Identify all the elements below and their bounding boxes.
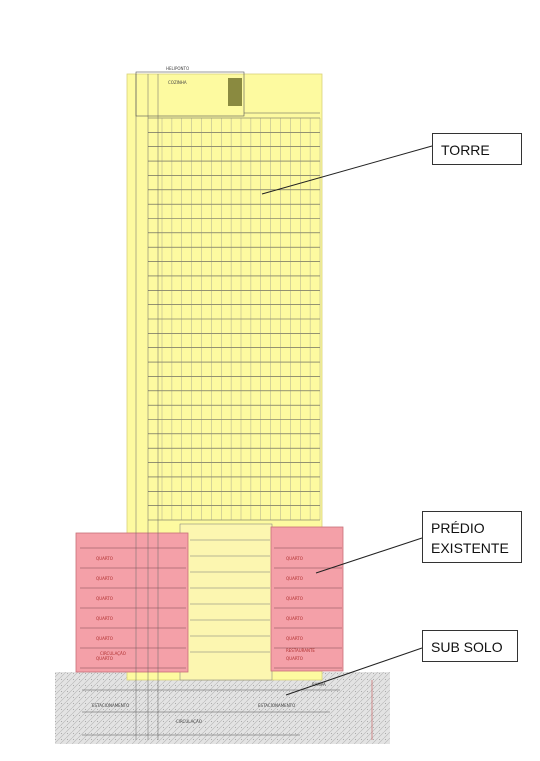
heliponto-label: HELIPONTO <box>166 66 189 71</box>
predio-label-line1: PRÉDIO <box>431 520 485 536</box>
room-label: QUARTO <box>286 636 303 641</box>
subsolo-callout: SUB SOLO <box>422 630 518 662</box>
torre-label: TORRE <box>441 142 490 158</box>
podium-core <box>179 523 273 681</box>
room-label: QUARTO <box>96 596 113 601</box>
existing-floor-lines: QUARTO QUARTO QUARTO QUARTO QUARTO QUARTO QUAR… <box>80 547 342 669</box>
ground-hatch <box>55 672 390 744</box>
room-label: QUARTO <box>96 656 113 661</box>
room-label: QUARTO <box>96 556 113 561</box>
rampa-label: RAMPA <box>312 682 326 687</box>
room-label: QUARTO <box>286 556 303 561</box>
estacionamento-label-2: ESTACIONAMENTO <box>258 703 295 708</box>
predio-existente-callout: PRÉDIO EXISTENTE <box>422 511 522 563</box>
room-label: QUARTO <box>96 576 113 581</box>
existing-building-left <box>75 532 189 673</box>
torre-callout: TORRE <box>432 133 522 165</box>
estacionamento-label-1: ESTACIONAMENTO <box>92 703 129 708</box>
tower-floor-lines <box>135 74 321 740</box>
predio-label-line2: EXISTENTE <box>431 540 509 556</box>
room-label: QUARTO <box>286 576 303 581</box>
leader-predio <box>315 537 423 574</box>
roof-structure <box>135 71 245 117</box>
leader-subsolo <box>285 647 423 696</box>
existing-building-right <box>270 526 344 672</box>
room-label: QUARTO <box>286 596 303 601</box>
room-label: QUARTO <box>286 616 303 621</box>
restaurante-label: RESTAURANTE <box>286 648 315 653</box>
room-label: QUARTO <box>96 616 113 621</box>
room-label: QUARTO <box>96 636 113 641</box>
cozinha-label: COZINHA <box>168 80 187 85</box>
subsolo-label: SUB SOLO <box>431 639 503 655</box>
room-label: QUARTO <box>286 656 303 661</box>
circulacao-existing-label: CIRCULAÇÃO <box>100 651 126 656</box>
leader-torre <box>261 145 433 195</box>
circulacao-label: CIRCULAÇÃO <box>176 719 202 724</box>
roof-dark-block <box>228 78 242 106</box>
